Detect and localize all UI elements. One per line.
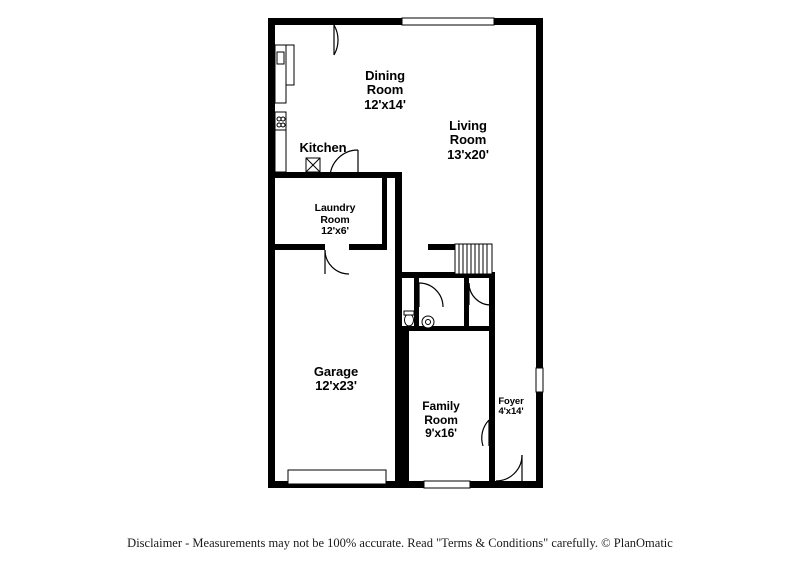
- room-name-laundry: Laundry Room: [314, 201, 356, 226]
- room-dimensions-laundry: 12'x6': [321, 225, 349, 238]
- disclaimer-text: Disclaimer - Measurements may not be 100…: [127, 536, 673, 550]
- room-label-living: Living Room 13'x20': [418, 104, 518, 177]
- front-door: [495, 454, 523, 482]
- room-dimensions-garage: 12'x23': [315, 378, 357, 394]
- room-name-garage: Garage: [313, 363, 359, 379]
- room-label-laundry: Laundry Room 12'x6': [290, 191, 380, 250]
- room-name-dining: Dining Room: [365, 67, 405, 98]
- laundry-door: [324, 249, 350, 275]
- room-name-family: Family Room: [422, 399, 460, 427]
- room-label-garage: Garage 12'x23': [286, 350, 386, 408]
- sink-icon: [276, 51, 285, 65]
- room-label-kitchen: Kitchen: [273, 126, 373, 170]
- fixtures-and-details: [274, 17, 544, 489]
- foyer-window: [535, 367, 544, 393]
- kitchen-pass-door: [329, 149, 359, 179]
- interior-walls: [268, 172, 495, 488]
- room-label-family: Family Room 9'x16': [396, 387, 486, 454]
- staircase: [454, 243, 493, 275]
- kitchen-island: [285, 44, 295, 86]
- closet-door: [468, 282, 492, 306]
- sink-vanity-icon: [421, 315, 435, 329]
- family-room-door: [481, 419, 490, 447]
- kitchen-appliance: [305, 157, 321, 173]
- room-name-foyer: Foyer: [498, 395, 524, 407]
- bath-door: [418, 282, 444, 308]
- family-window: [423, 480, 471, 489]
- room-name-living: Living Room: [449, 117, 487, 148]
- dining-window: [401, 17, 495, 26]
- stove-icon: [276, 116, 286, 128]
- room-dimensions-dining: 12'x14': [364, 96, 406, 112]
- room-dimensions-living: 13'x20': [447, 146, 489, 162]
- dining-door: [333, 24, 339, 56]
- room-name-kitchen: Kitchen: [299, 139, 347, 155]
- room-label-foyer: Foyer 4'x14': [478, 386, 544, 429]
- room-label-dining: Dining Room 12'x14': [335, 54, 435, 127]
- toilet-icon: [403, 310, 415, 327]
- room-dimensions-family: 9'x16': [425, 426, 457, 441]
- room-dimensions-foyer: 4'x14': [498, 406, 524, 418]
- garage-door: [287, 469, 387, 485]
